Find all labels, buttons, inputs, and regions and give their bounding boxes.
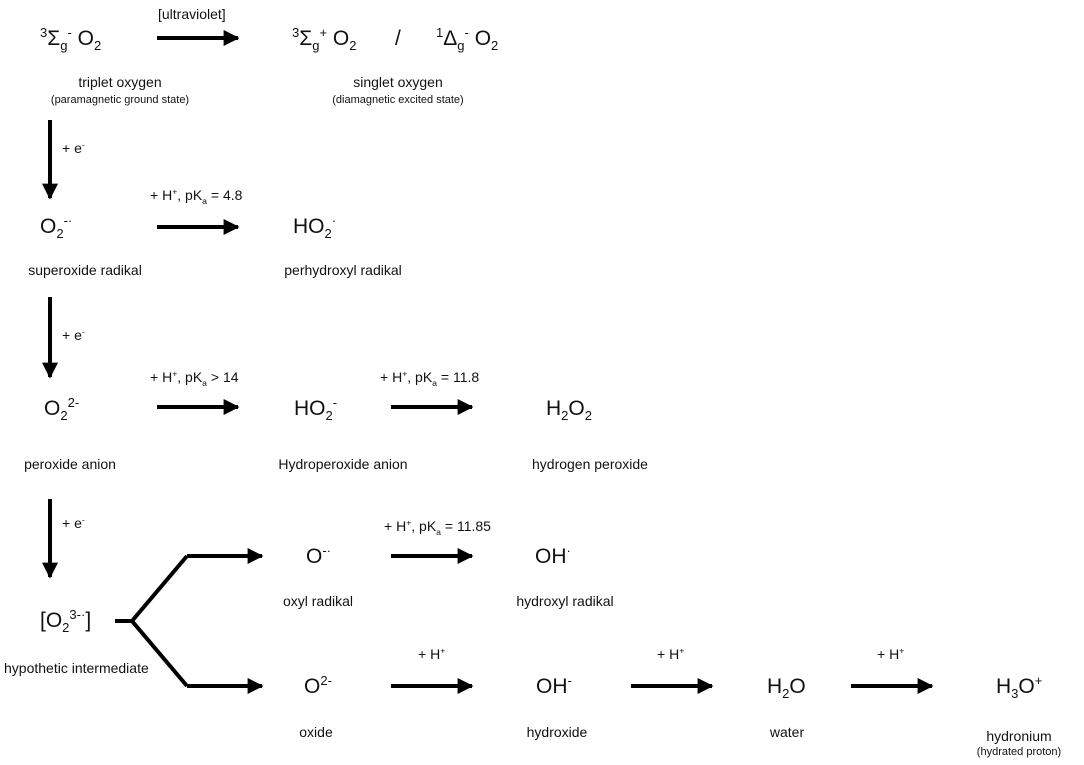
hydroxide-label: hydroxide — [526, 724, 588, 740]
pka4-condition: + H+, pKa = 11.85 — [384, 517, 491, 537]
triplet-oxygen-sublabel: (paramagnetic ground state) — [50, 94, 190, 106]
perhydroxyl-formula: HO2· — [293, 213, 337, 242]
superoxide-formula: O2-· — [40, 213, 73, 242]
intermediate-label: hypothetic intermediate — [4, 660, 149, 676]
perhydroxyl-label: perhydroxyl radikal — [284, 262, 402, 278]
oxyl-label: oxyl radikal — [282, 593, 354, 609]
hydrogen-peroxide-label: hydrogen peroxide — [532, 456, 648, 472]
peroxide-label: peroxide anion — [24, 456, 116, 472]
superoxide-label: superoxide radikal — [28, 262, 142, 278]
electron-condition-1: + e- — [62, 139, 85, 156]
hydroxyl-formula: OH· — [535, 543, 571, 568]
pka1-condition: + H+, pKa = 4.8 — [150, 186, 243, 206]
hydronium-label: hydronium — [986, 728, 1052, 744]
pka2-condition: + H+, pKa > 14 — [150, 368, 239, 388]
uv-condition: [ultraviolet] — [158, 6, 226, 22]
triplet-oxygen-formula: 3Σg- O2 — [40, 25, 102, 54]
hydronium-formula: H3O+ — [996, 673, 1043, 702]
hydronium-sublabel: (hydrated proton) — [976, 746, 1062, 758]
branch-fork — [129, 554, 189, 688]
proton-condition-3: + H+ — [877, 645, 905, 662]
peroxide-formula: O22- — [44, 395, 80, 424]
triplet-oxygen-label: triplet oxygen — [78, 74, 162, 90]
slash-separator: / — [395, 27, 401, 50]
oxide-label: oxide — [299, 724, 333, 740]
singlet-oxygen-label: singlet oxygen — [353, 74, 443, 90]
singlet-delta-formula: 1Δg- O2 — [436, 25, 499, 54]
intermediate-formula: [O23-·] — [40, 607, 92, 636]
water-formula: H2O — [767, 675, 806, 702]
hydroxyl-label: hydroxyl radikal — [516, 593, 614, 609]
electron-condition-3: + e- — [62, 514, 85, 531]
water-label: water — [769, 724, 805, 740]
hydroperoxide-label: Hydroperoxide anion — [278, 456, 408, 472]
oxide-formula: O2- — [304, 673, 332, 698]
electron-condition-2: + e- — [62, 326, 85, 343]
oxyl-formula: O-· — [306, 543, 332, 568]
hydrogen-peroxide-formula: H2O2 — [546, 397, 593, 424]
proton-condition-2: + H+ — [657, 645, 685, 662]
singlet-oxygen-sublabel: (diamagnetic excited state) — [332, 94, 464, 106]
pka3-condition: + H+, pKa = 11.8 — [380, 368, 480, 388]
singlet-sigma-formula: 3Σg+ O2 — [292, 25, 357, 54]
hydroperoxide-formula: HO2- — [294, 395, 338, 424]
proton-condition-1: + H+ — [418, 645, 446, 662]
hydroxide-formula: OH- — [536, 673, 572, 698]
